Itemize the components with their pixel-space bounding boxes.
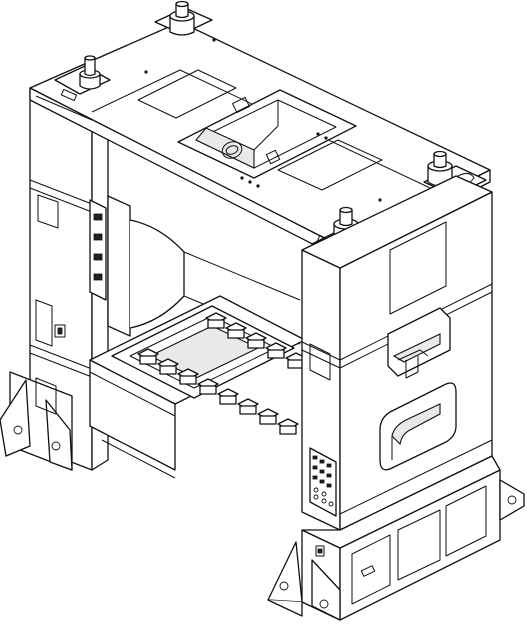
rear-column-window: [37, 194, 59, 229]
gib-strip: [107, 195, 131, 337]
base-door: [397, 509, 441, 581]
column-lower-opening: [379, 382, 457, 471]
bolster-front-face: [89, 359, 176, 471]
front-foot-gusset-right: [311, 559, 341, 621]
crown-access-plate: [137, 69, 237, 119]
rear-column-panel: [35, 299, 53, 347]
front-right-column: [301, 175, 493, 531]
front-foot-anchor-bolt: [279, 581, 289, 591]
rear-foot-gusset-right: [45, 399, 73, 471]
front-foot-anchor-bolt: [507, 495, 517, 505]
front-foot-gusset-left: [267, 541, 303, 603]
rear-foot-anchor-bolt: [51, 441, 61, 451]
base-door: [445, 485, 487, 557]
front-column-top: [301, 175, 493, 269]
base-door: [351, 534, 391, 605]
rear-foot-anchor-bolt: [13, 425, 23, 435]
crown-drive-bore: [221, 141, 243, 159]
slide-area: [89, 195, 301, 345]
crown-access-plate: [277, 139, 383, 191]
front-foot-anchor-bolt: [319, 599, 329, 609]
tie-rod-nut-rear-right: [154, 0, 213, 36]
bolster: [89, 295, 306, 479]
tie-rod-nut-rear-left: [54, 55, 111, 102]
rear-foot-gusset-left: [0, 379, 31, 457]
column-sight-window: [309, 343, 331, 381]
column-access-door: [389, 221, 447, 315]
die-clamps-front-row: [137, 348, 299, 435]
base-switch: [315, 545, 325, 557]
rear-left-foot: [0, 371, 73, 471]
front-base: [267, 455, 525, 621]
crown-center-opening: [177, 89, 357, 179]
rear-column-switch: [54, 324, 66, 338]
